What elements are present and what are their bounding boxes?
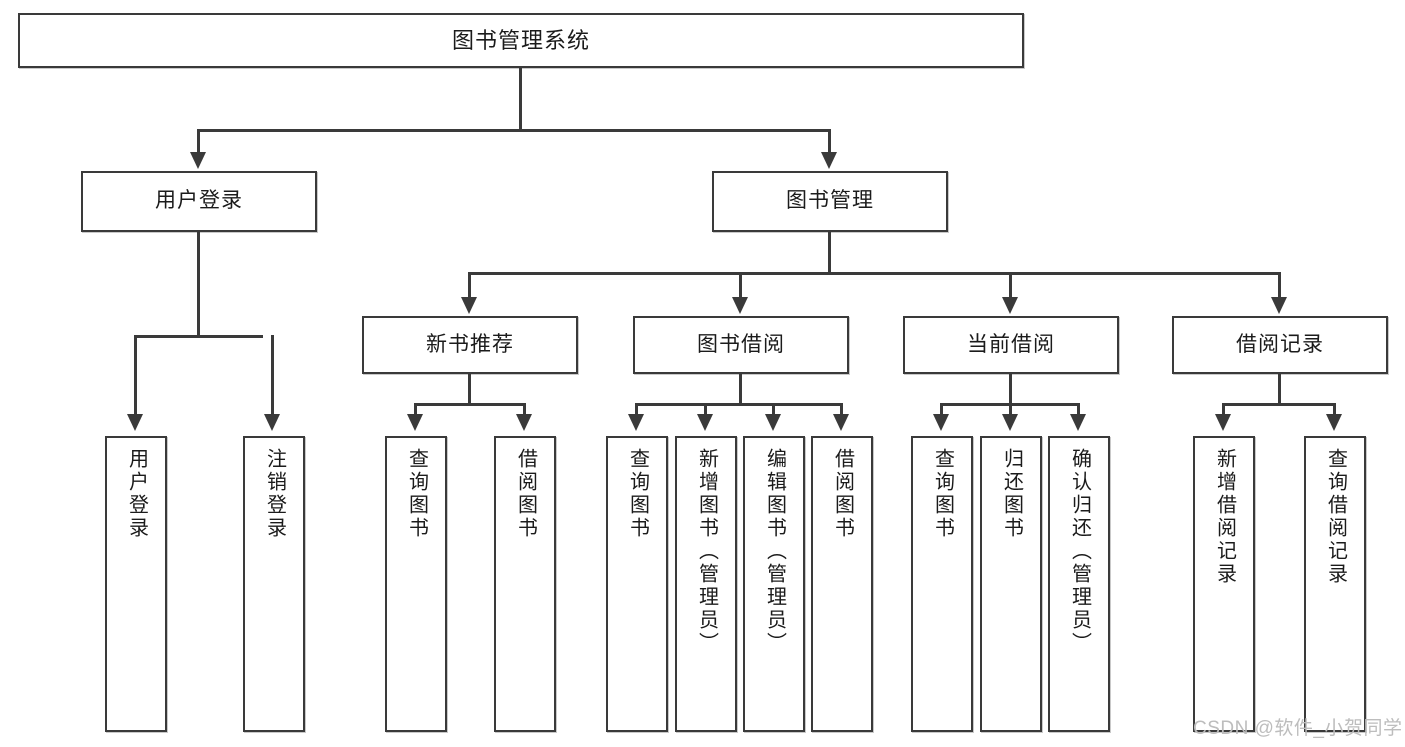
connector-user-login-stem [197,232,200,337]
connector-cb-to-leaf-2 [1009,403,1012,417]
connector-new-book-to-leaf-2 [523,403,526,417]
node-leaf-user-login[interactable]: 用户登录 [105,436,167,732]
node-label: 当前借阅 [967,332,1055,356]
connector-book-management-stem [828,232,831,274]
node-label: 查询图书 [405,448,428,540]
csdn-watermark: CSDN @软件_小贺同学 [1193,718,1403,739]
node-label: 确认归还（管理员） [1068,448,1091,655]
node-label: 图书管理系统 [451,27,590,53]
arrow-br-to-leaf-1 [1215,414,1231,431]
connector-br-to-leaf-1 [1222,403,1225,417]
arrow-cb-to-leaf-3 [1070,414,1086,431]
connector-borrow-record-bar [1222,403,1336,406]
node-label: 新增借阅记录 [1213,448,1236,586]
connector-bm-to-borrow-record [1278,272,1281,300]
node-leaf-add-book-admin[interactable]: 新增图书（管理员） [675,436,737,732]
node-leaf-query-book-recommend[interactable]: 查询图书 [385,436,447,732]
connector-bb-to-leaf-1 [635,403,638,417]
node-root-system[interactable]: 图书管理系统 [18,13,1024,68]
connector-bb-to-leaf-2 [704,403,707,417]
connector-user-login-to-leaf-1 [134,335,137,417]
node-leaf-return-book[interactable]: 归还图书 [980,436,1042,732]
connector-bb-to-leaf-3 [772,403,775,417]
node-label: 借阅图书 [514,448,537,540]
connector-root-stem [519,68,522,131]
arrow-bb-to-leaf-1 [628,414,644,431]
arrow-bm-to-book-borrow [732,297,748,314]
connector-new-book-bar [414,403,526,406]
node-label: 借阅记录 [1236,332,1324,356]
node-book-borrow[interactable]: 图书借阅 [633,316,849,374]
arrow-bb-to-leaf-4 [833,414,849,431]
node-label: 查询图书 [626,448,649,540]
arrow-user-login-to-leaf-1 [127,414,143,431]
connector-current-borrow-stem [1009,374,1012,405]
node-borrow-record[interactable]: 借阅记录 [1172,316,1388,374]
connector-new-book-stem [468,374,471,405]
node-book-management[interactable]: 图书管理 [712,171,948,232]
arrow-bb-to-leaf-2 [697,414,713,431]
node-label: 新书推荐 [426,332,514,356]
connector-bm-to-book-borrow [739,272,742,300]
connector-borrow-record-stem [1278,374,1281,405]
node-label: 查询图书 [931,448,954,540]
node-label: 查询借阅记录 [1324,448,1347,586]
node-leaf-add-borrow-record[interactable]: 新增借阅记录 [1193,436,1255,732]
connector-cb-to-leaf-3 [1077,403,1080,417]
connector-book-management-bar [468,272,1280,275]
node-leaf-borrow-book-recommend[interactable]: 借阅图书 [494,436,556,732]
node-label: 用户登录 [125,448,148,540]
node-new-book-recommend[interactable]: 新书推荐 [362,316,578,374]
arrow-root-to-book-management [821,152,837,169]
connector-user-login-bar [134,335,263,338]
node-leaf-query-book-borrow[interactable]: 查询图书 [606,436,668,732]
node-leaf-query-borrow-record[interactable]: 查询借阅记录 [1304,436,1366,732]
arrow-cb-to-leaf-2 [1002,414,1018,431]
connector-book-borrow-bar [635,403,843,406]
connector-user-login-to-leaf-2 [271,335,274,417]
node-label: 新增图书（管理员） [695,448,718,655]
arrow-new-book-to-leaf-2 [516,414,532,431]
arrow-user-login-to-leaf-2 [264,414,280,431]
arrow-bb-to-leaf-3 [765,414,781,431]
connector-bm-to-new-book [468,272,471,300]
node-label: 图书借阅 [697,332,785,356]
node-label: 借阅图书 [831,448,854,540]
node-label: 编辑图书（管理员） [763,448,786,655]
connector-br-to-leaf-2 [1333,403,1336,417]
connector-root-to-book-management [828,129,831,155]
node-current-borrow[interactable]: 当前借阅 [903,316,1119,374]
node-label: 注销登录 [263,448,286,540]
connector-new-book-to-leaf-1 [414,403,417,417]
connector-bm-to-current-borrow [1009,272,1012,300]
node-leaf-borrow-book[interactable]: 借阅图书 [811,436,873,732]
arrow-cb-to-leaf-1 [933,414,949,431]
node-leaf-logout-login[interactable]: 注销登录 [243,436,305,732]
node-label: 图书管理 [786,189,874,213]
arrow-new-book-to-leaf-1 [407,414,423,431]
connector-bb-to-leaf-4 [840,403,843,417]
node-leaf-query-book-current[interactable]: 查询图书 [911,436,973,732]
node-leaf-edit-book-admin[interactable]: 编辑图书（管理员） [743,436,805,732]
node-user-login[interactable]: 用户登录 [81,171,317,232]
node-label: 用户登录 [155,189,243,213]
node-leaf-confirm-return-admin[interactable]: 确认归还（管理员） [1048,436,1110,732]
arrow-bm-to-borrow-record [1271,297,1287,314]
arrow-root-to-user-login [190,152,206,169]
connector-root-bar [197,129,831,132]
connector-cb-to-leaf-1 [940,403,943,417]
connector-root-to-user-login [197,129,200,155]
connector-book-borrow-stem [739,374,742,405]
arrow-bm-to-current-borrow [1002,297,1018,314]
node-label: 归还图书 [1000,448,1023,540]
arrow-br-to-leaf-2 [1326,414,1342,431]
arrow-bm-to-new-book [461,297,477,314]
